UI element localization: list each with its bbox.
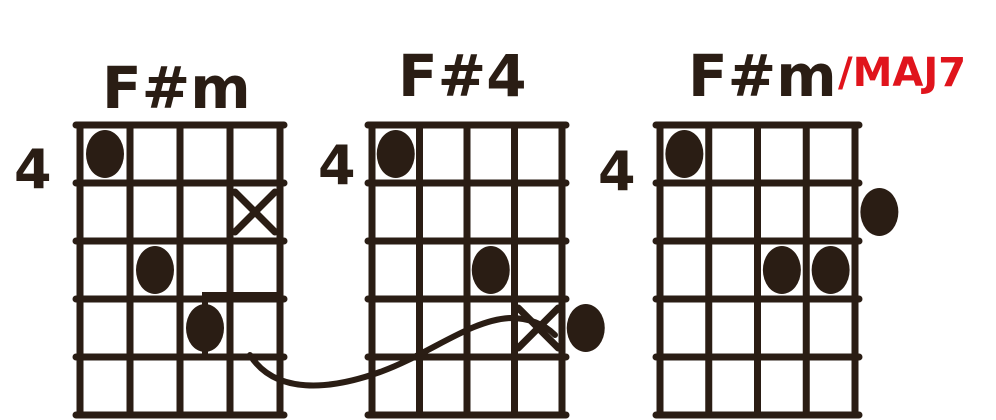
- finger-dot: [136, 246, 174, 294]
- finger-dot: [762, 246, 801, 294]
- chord-title: F#m: [688, 42, 837, 110]
- chord-title: F#m: [102, 54, 251, 122]
- fret-bracket: [202, 292, 281, 358]
- chord-diagram-3: F#m /MAJ7 4: [598, 42, 966, 419]
- chord-annotation: /MAJ7: [838, 50, 966, 96]
- fret-position-label: 4: [598, 140, 636, 203]
- chord-diagram-2: F#4 4: [318, 42, 605, 419]
- finger-dot: [471, 246, 510, 294]
- chord-diagram-1: F#m 4: [14, 54, 288, 419]
- finger-dot: [665, 130, 704, 178]
- fret-position-label: 4: [318, 134, 356, 197]
- connector-curve: [247, 314, 558, 389]
- finger-dot: [566, 304, 605, 352]
- fret-position-label: 4: [14, 138, 52, 201]
- muted-x-mark: [514, 304, 562, 352]
- finger-dot: [376, 130, 415, 178]
- fretboard-grid: [652, 121, 863, 419]
- finger-dot: [811, 246, 850, 294]
- finger-dot: [860, 188, 899, 236]
- fretboard-grid: [364, 121, 570, 419]
- muted-x-mark: [231, 188, 279, 236]
- finger-dot: [86, 130, 124, 178]
- chord-title: F#4: [398, 42, 527, 110]
